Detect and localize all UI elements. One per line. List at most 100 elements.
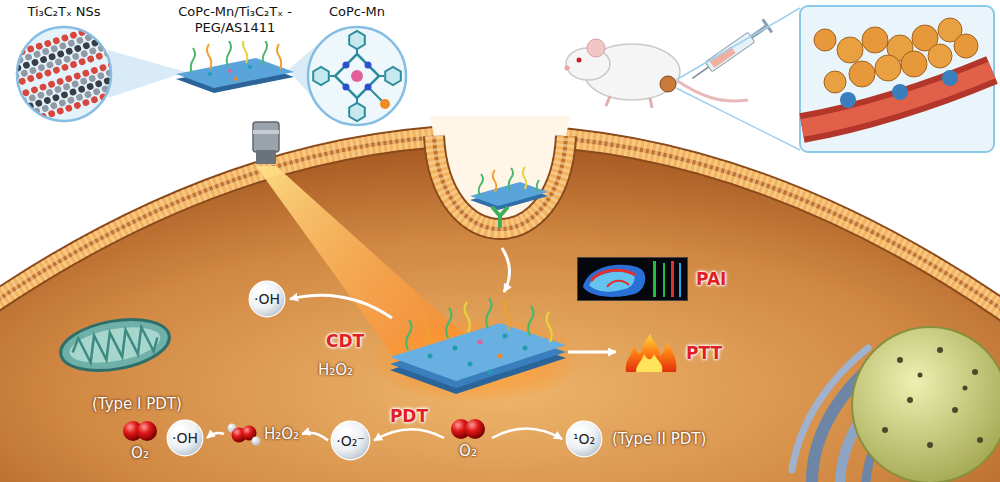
molecule: H₂O₂: [226, 420, 299, 448]
node-art: [73, 72, 82, 81]
nanosheet: [478, 340, 483, 345]
cdt-arrow: [290, 295, 392, 318]
laser-head: [256, 150, 276, 164]
node-art: [28, 94, 37, 103]
tumor-inset: [862, 27, 888, 53]
aptamer-strands: [505, 300, 510, 330]
node-art: [60, 91, 69, 100]
internalization-arrow: [502, 248, 510, 292]
node-art: [118, 418, 162, 444]
node-art: [74, 44, 83, 53]
node-art: [20, 69, 29, 78]
nanosheet: [523, 346, 528, 351]
pit-nanosheet: [509, 168, 513, 190]
node-art: [343, 62, 350, 69]
laser-head: [253, 130, 279, 134]
node-art: [385, 67, 401, 85]
node-art: [137, 421, 157, 441]
ptt-arrow: [568, 351, 616, 354]
bubble-text: ¹O₂: [573, 431, 595, 447]
node-art: [48, 53, 57, 62]
node-art: [95, 24, 104, 31]
node-art: [104, 49, 113, 58]
annotation-label: H₂O₂: [318, 361, 353, 379]
tumor-inset: [800, 6, 994, 152]
node-art: [71, 53, 80, 62]
node-art: [112, 47, 114, 56]
node-art: [50, 45, 59, 54]
node-art: [82, 42, 91, 51]
node-art: [97, 72, 106, 81]
node-art: [80, 50, 89, 59]
node-art: [99, 64, 108, 73]
node-art: [14, 91, 22, 100]
node-art: [248, 65, 252, 69]
node-label: O₂: [459, 442, 477, 460]
node-art: [343, 84, 350, 91]
pit-nanosheet: [493, 170, 497, 192]
radical-bubble: ·O₂⁻: [330, 420, 371, 461]
node-art: [35, 42, 44, 51]
annotation-label: (Type I PDT): [92, 395, 182, 413]
aptamer-strands: [465, 302, 470, 332]
node-label: O₂: [131, 444, 149, 462]
node-art: [41, 48, 50, 57]
syringe: [761, 18, 773, 33]
aptamer-strands: [406, 320, 411, 350]
node-art: [75, 93, 84, 102]
node-art: [73, 101, 82, 110]
node-art: [45, 88, 54, 97]
node-art: [18, 77, 27, 86]
node-art: [76, 36, 85, 45]
node-art: [305, 24, 409, 128]
node-art: [26, 74, 35, 83]
node-art: [107, 90, 114, 99]
node-art: [607, 281, 629, 287]
node-art: [227, 41, 231, 66]
node-art: [22, 118, 31, 124]
nanosheet: CoPc-Mn/Ti₃C₂Tₓ -PEG/AS1411: [170, 4, 300, 97]
node-art: [47, 80, 56, 89]
mitochondrion: [67, 321, 163, 368]
node-art: [77, 85, 86, 94]
node-art: [591, 270, 635, 281]
tumor-inset: [800, 6, 994, 152]
tumor-inset: [814, 29, 836, 51]
nucleus: [918, 373, 923, 378]
node-art: [349, 31, 365, 49]
aptamer-strands: [425, 314, 430, 344]
reaction-arrow: [207, 433, 224, 438]
tumor-inset: [802, 70, 992, 128]
node-art: [679, 263, 681, 297]
node-art: [101, 28, 110, 37]
radical-bubble: ·OH: [166, 419, 204, 457]
node-art: [170, 41, 300, 97]
molecule: O₂: [446, 416, 490, 460]
node-art: [302, 24, 412, 128]
node-heading: CoPc-Mn: [302, 4, 412, 20]
node-art: [277, 44, 281, 69]
node-art: [107, 61, 114, 70]
node-label: PAI: [696, 269, 726, 289]
bubble-text: ·O₂⁻: [336, 433, 364, 449]
node-art: [65, 47, 74, 56]
radical-bubble: ·OH: [248, 280, 286, 318]
node-art: [54, 86, 63, 95]
node-art: [170, 41, 300, 97]
mouse: [660, 76, 676, 92]
node-art: [39, 112, 48, 121]
node-art: [95, 52, 104, 61]
node-art: [56, 50, 65, 59]
node-art: [93, 31, 102, 40]
zoom-circle: CoPc-Mn: [302, 4, 412, 128]
nucleus: [852, 327, 1000, 482]
node-art: [41, 104, 50, 113]
node-art: [108, 33, 114, 42]
callout-lines: [676, 88, 800, 150]
node-art: [351, 70, 363, 82]
node-heading: CoPc-Mn/Ti₃C₂Tₓ -PEG/AS1411: [170, 4, 300, 37]
node-art: [622, 334, 680, 372]
node-art: [99, 36, 108, 45]
node-art: [226, 420, 262, 448]
radical-bubble: ¹O₂: [565, 420, 603, 458]
